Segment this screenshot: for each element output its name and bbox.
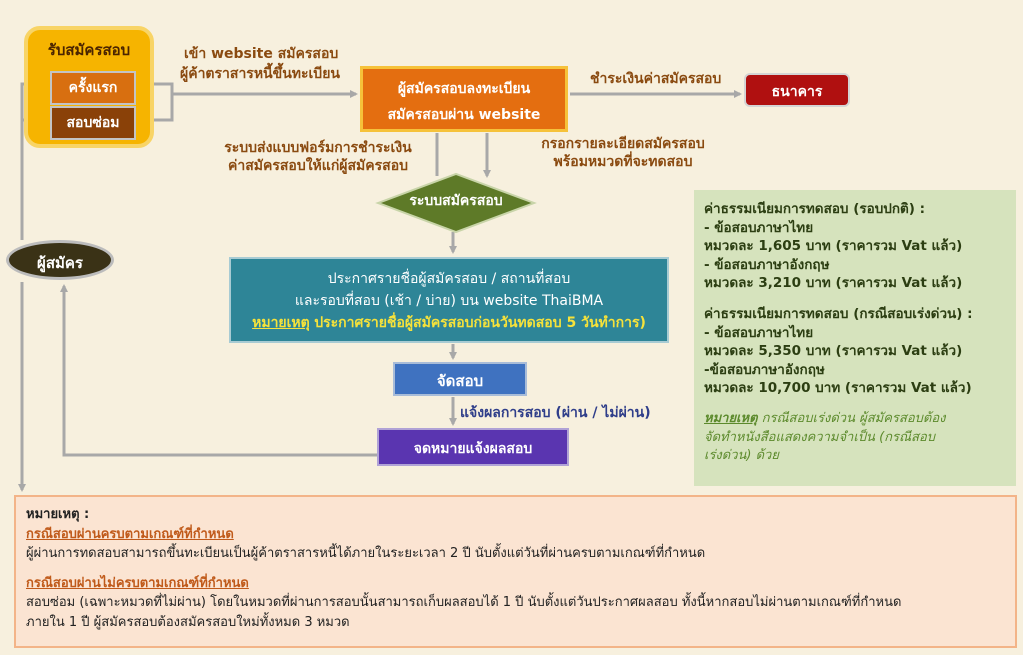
announce-note-text: ประกาศรายชื่อผู้สมัครสอบก่อนวันทดสอบ 5 ว… [314, 315, 646, 331]
register-web-box[interactable]: ผู้สมัครสอบลงทะเบียน สมัครสอบผ่าน websit… [360, 66, 568, 132]
notes-fail-title: กรณีสอบผ่านไม่ครบตามเกณฑ์ที่กำหนด [26, 575, 249, 591]
fees-note: หมายเหตุ กรณีสอบเร่งด่วน ผู้สมัครสอบต้อง… [704, 410, 1006, 466]
exam-box[interactable]: จัดสอบ [393, 362, 527, 396]
fees-note-line-3: เร่งด่วน) ด้วย [704, 448, 779, 464]
label-fill-details-2: พร้อมหมวดที่จะทดสอบ [553, 154, 693, 170]
first-time-box[interactable]: ครั้งแรก [50, 71, 136, 105]
notes-pass-text: ผู้ผ่านการทดสอบสามารถขึ้นทะเบียนเป็นผู้ค… [26, 546, 706, 561]
notes-fail-text-2: ภายใน 1 ปี ผู้สมัครสอบต้องสมัครสอบใหม่ทั… [26, 614, 350, 630]
label-send-form-1: ระบบส่งแบบฟอร์มการชำระเงิน [224, 140, 412, 156]
fees-normal-eng-label: - ข้อสอบภาษาอังกฤษ [704, 256, 830, 273]
label-fill-details-1: กรอกรายละเอียดสมัครสอบ [541, 136, 705, 152]
fees-normal-thai-price: หมวดละ 1,605 บาท (ราคารวม Vat แล้ว) [704, 238, 963, 255]
announce-line-2: และรอบที่สอบ (เช้า / บ่าย) บน website Th… [294, 293, 604, 309]
announce-note-label: หมายเหตุ [252, 315, 310, 331]
notes-panel: หมายเหตุ : กรณีสอบผ่านครบตามเกณฑ์ที่กำหน… [14, 495, 1017, 648]
registration-group: รับสมัครสอบ ครั้งแรก สอบซ่อม [24, 26, 154, 148]
notes-title: หมายเหตุ : [26, 507, 90, 522]
repeat-exam-box[interactable]: สอบซ่อม [50, 106, 136, 140]
fees-urgent-thai-label: - ข้อสอบภาษาไทย [704, 324, 814, 341]
fees-normal-title: ค่าธรรมเนียมการทดสอบ (รอบปกติ) : [704, 201, 926, 217]
fees-note-line-1: กรณีสอบเร่งด่วน ผู้สมัครสอบต้อง [757, 410, 946, 426]
label-send-form-2: ค่าสมัครสอบให้แก่ผู้สมัครสอบ [228, 158, 408, 174]
fees-note-label: หมายเหตุ [704, 410, 758, 426]
announce-line-1: ประกาศรายชื่อผู้สมัครสอบ / สถานที่สอบ [327, 271, 571, 287]
notes-pass-title: กรณีสอบผ่านครบตามเกณฑ์ที่กำหนด [26, 526, 234, 542]
register-web-line-2: สมัครสอบผ่าน website [387, 107, 541, 123]
fees-urgent-eng-price: หมวดละ 10,700 บาท (ราคารวม Vat แล้ว) [704, 380, 972, 397]
label-enter-web-1: เข้า website สมัครสอบ [184, 46, 339, 62]
fees-urgent-thai-price: หมวดละ 5,350 บาท (ราคารวม Vat แล้ว) [704, 343, 963, 360]
announce-note: หมายเหตุ ประกาศรายชื่อผู้สมัครสอบก่อนวัน… [231, 312, 667, 334]
registration-title: รับสมัครสอบ [47, 41, 131, 59]
fees-normal-thai-label: - ข้อสอบภาษาไทย [704, 219, 814, 236]
register-web-line-1: ผู้สมัครสอบลงทะเบียน [397, 81, 531, 97]
fees-normal-eng-price: หมวดละ 3,210 บาท (ราคารวม Vat แล้ว) [704, 275, 963, 292]
fees-panel: ค่าธรรมเนียมการทดสอบ (รอบปกติ) : - ข้อสอ… [694, 190, 1016, 486]
fees-note-line-2: จัดทำหนังสือแสดงความจำเป็น (กรณีสอบ [704, 429, 936, 445]
applicant-oval[interactable]: ผู้สมัคร [6, 240, 114, 280]
system-label: ระบบสมัครสอบ [409, 193, 503, 209]
label-enter-web-2: ผู้ค้าตราสารหนี้ขึ้นทะเบียน [180, 66, 340, 82]
label-notify-result: แจ้งผลการสอบ (ผ่าน / ไม่ผ่าน) [460, 405, 651, 421]
fees-urgent-title: ค่าธรรมเนียมการทดสอบ (กรณีสอบเร่งด่วน) : [704, 305, 973, 322]
system-diamond [375, 172, 537, 234]
result-letter-box[interactable]: จดหมายแจ้งผลสอบ [377, 428, 569, 466]
announce-box[interactable]: ประกาศรายชื่อผู้สมัครสอบ / สถานที่สอบ แล… [229, 257, 669, 343]
connector-letter-to-applicant [60, 284, 377, 457]
label-pay-fee: ชำระเงินค่าสมัครสอบ [590, 71, 722, 87]
bank-box[interactable]: ธนาคาร [744, 73, 850, 107]
fees-urgent-eng-label: -ข้อสอบภาษาอังกฤษ [704, 361, 825, 378]
notes-fail-text-1: สอบซ่อม (เฉพาะหมวดที่ไม่ผ่าน) โดยในหมวดท… [26, 595, 902, 610]
